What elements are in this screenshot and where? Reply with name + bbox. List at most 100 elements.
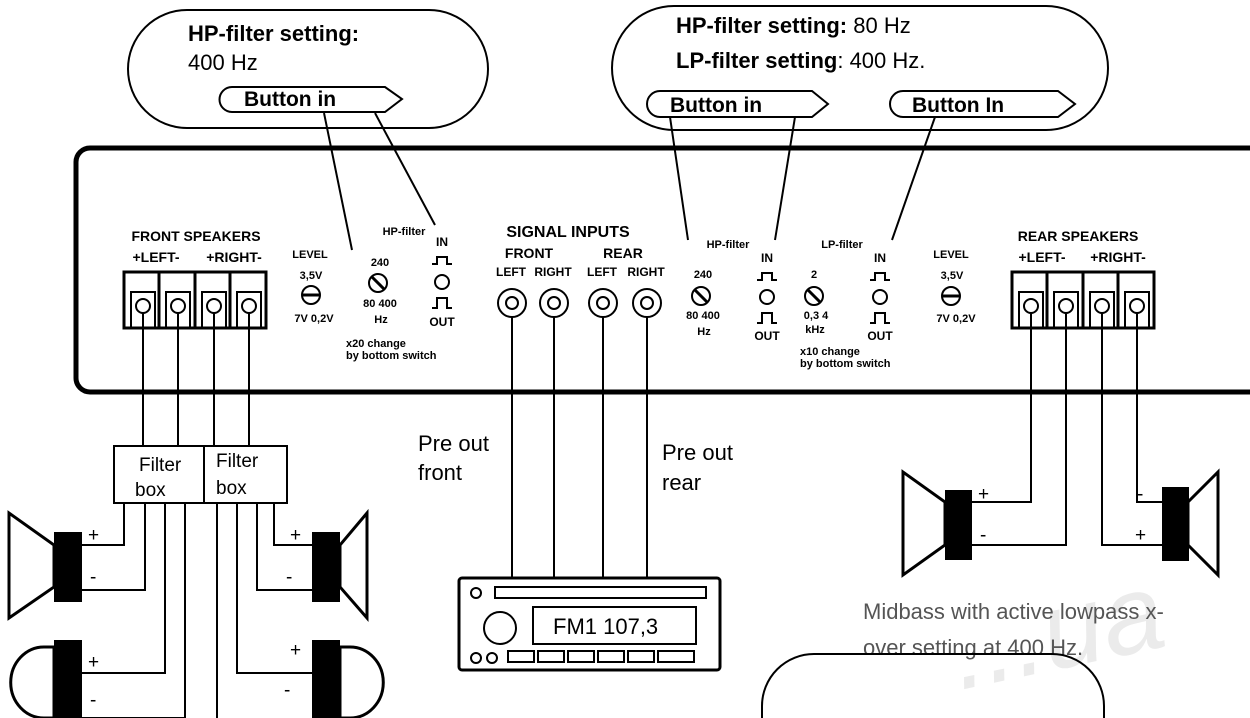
- front-input-left-label: LEFT: [496, 265, 527, 279]
- wires: [82, 313, 1162, 718]
- svg-text:HP-filter setting: 80 Hz: HP-filter setting: 80 Hz: [676, 13, 911, 38]
- hp-filter-front-top: 240: [371, 257, 389, 269]
- button-in-label-a: Button in: [670, 94, 762, 117]
- polarity-minus: -: [980, 525, 986, 546]
- button-in-icon: [870, 272, 890, 281]
- button-in-label: Button in: [244, 88, 336, 111]
- radio-display: [532, 606, 697, 645]
- speaker-front-left-bottom: + -: [9, 640, 99, 718]
- pre-out-front-line2: front: [418, 460, 462, 485]
- hp-filter-rear-out: OUT: [754, 329, 780, 343]
- level-rear-range: 7V 0,2V: [936, 313, 976, 325]
- lp-filter-rear-button-icon: [872, 289, 888, 305]
- filter-box-right-line2: box: [216, 478, 247, 499]
- hp-filter-front-range: 80 400: [363, 298, 397, 310]
- hp-filter-rear-label: HP-filter: [707, 239, 751, 251]
- volume-knob-icon: [483, 611, 517, 645]
- front-right-plus-terminal: [206, 298, 222, 314]
- level-rear-control: LEVEL 3,5V 7V 0,2V: [933, 249, 976, 325]
- polarity-minus: -: [90, 567, 96, 588]
- lp-filter-rear-in: IN: [874, 251, 886, 265]
- svg-text:LP-filter setting: 400 Hz.: LP-filter setting: 400 Hz.: [676, 48, 925, 73]
- rear-right-minus-terminal: [1129, 298, 1145, 314]
- speaker-front-right-top: + -: [286, 508, 369, 623]
- level-front-control: LEVEL 3,5V 7V 0,2V: [292, 249, 334, 325]
- hp-filter-front-control: HP-filter 240 80 400 Hz IN OUT x20 chang…: [346, 226, 455, 362]
- rear-left-label: +LEFT-: [1018, 249, 1065, 265]
- level-front-range: 7V 0,2V: [294, 313, 334, 325]
- speaker-rear-right: - +: [1135, 468, 1220, 579]
- lp-filter-rear-range: 0,3 4: [804, 310, 829, 322]
- rear-speakers-section: REAR SPEAKERS +LEFT- +RIGHT-: [1010, 228, 1156, 330]
- polarity-plus: +: [88, 652, 99, 673]
- front-speakers-section: FRONT SPEAKERS +LEFT- +RIGHT-: [122, 228, 268, 330]
- rear-input-right-label: RIGHT: [627, 265, 665, 279]
- lp-filter-rear-out: OUT: [867, 329, 893, 343]
- callout-bottom-partial: [761, 653, 1105, 718]
- speaker-front-right-bottom: + -: [284, 640, 385, 718]
- head-unit-led-icon: [470, 587, 482, 599]
- callout-left-value: 400 Hz: [188, 50, 258, 75]
- signal-inputs-rear: REAR: [603, 245, 643, 261]
- leader-lines: [323, 112, 936, 251]
- level-rear-max: 3,5V: [941, 270, 964, 282]
- lp-filter-rear-label: LP-filter: [821, 239, 863, 251]
- level-front-max: 3,5V: [300, 270, 323, 282]
- front-speakers-title: FRONT SPEAKERS: [131, 228, 260, 244]
- callout-right-hp-label: HP-filter setting:: [676, 13, 847, 38]
- callout-right-lp-label: LP-filter setting: [676, 48, 837, 73]
- hp-filter-front-in: IN: [436, 235, 448, 249]
- lp-filter-rear-top: 2: [811, 269, 817, 281]
- rear-right-label: +RIGHT-: [1090, 249, 1146, 265]
- amplifier-panel: [73, 145, 1250, 395]
- pre-out-rear-line1: Pre out: [662, 440, 733, 465]
- hp-filter-front-unit: Hz: [374, 314, 388, 326]
- hp-filter-front-out: OUT: [429, 315, 455, 329]
- front-right-minus-terminal: [241, 298, 257, 314]
- filter-box-right-line1: Filter: [216, 451, 259, 472]
- rear-right-plus-terminal: [1094, 298, 1110, 314]
- midbass-note-line2: over setting at 400 Hz.: [863, 635, 1083, 660]
- hp-filter-rear-in: IN: [761, 251, 773, 265]
- button-in-icon: [757, 272, 777, 281]
- hp-filter-rear-button-icon: [759, 289, 775, 305]
- filter-box-right: Filter box: [203, 445, 288, 504]
- filter-box-left: Filter box: [113, 445, 205, 504]
- filter-box-left-line2: box: [135, 480, 166, 501]
- hp-filter-front-button-icon: [434, 274, 450, 290]
- pre-out-rear-line2: rear: [662, 470, 701, 495]
- midbass-note-line1: Midbass with active lowpass x-: [863, 599, 1164, 624]
- level-rear-label: LEVEL: [933, 249, 969, 261]
- callout-left-title: HP-filter setting:: [188, 21, 359, 46]
- hp-filter-front-note1: x20 change: [346, 338, 406, 350]
- watermark: ...ua: [939, 549, 1174, 714]
- button-in-icon: [432, 256, 452, 265]
- callout-right: HP-filter setting: 80 Hz LP-filter setti…: [611, 5, 1109, 131]
- front-right-label: +RIGHT-: [206, 249, 262, 265]
- hp-filter-rear-range: 80 400: [686, 310, 720, 322]
- rear-speakers-title: REAR SPEAKERS: [1018, 228, 1139, 244]
- hp-filter-rear-control: HP-filter 240 80 400 Hz IN OUT: [686, 239, 780, 343]
- polarity-plus: +: [978, 484, 989, 505]
- speaker-front-left-top: + -: [7, 510, 99, 621]
- signal-inputs-front: FRONT: [505, 245, 554, 261]
- polarity-minus: -: [90, 690, 96, 711]
- polarity-minus: -: [1137, 484, 1143, 505]
- lp-filter-rear-note2: by bottom switch: [800, 358, 891, 370]
- speaker-rear-left: + -: [901, 469, 989, 578]
- rear-input-left-label: LEFT: [587, 265, 618, 279]
- button-in-label-box: [218, 86, 404, 113]
- polarity-minus: -: [284, 680, 290, 701]
- front-input-right-label: RIGHT: [534, 265, 572, 279]
- button-in-label-b: Button In: [912, 94, 1004, 117]
- pre-out-front-line1: Pre out: [418, 431, 489, 456]
- front-left-plus-terminal: [135, 298, 151, 314]
- polarity-plus: +: [1135, 525, 1146, 546]
- polarity-plus: +: [290, 525, 301, 546]
- lp-filter-rear-control: LP-filter 2 0,3 4 kHz IN OUT x10 change …: [800, 239, 893, 370]
- head-unit-radio: FM1 107,3: [457, 576, 722, 672]
- hp-filter-front-label: HP-filter: [383, 226, 427, 238]
- callout-right-hp-value: 80 Hz: [847, 13, 911, 38]
- hp-filter-rear-unit: Hz: [697, 326, 711, 338]
